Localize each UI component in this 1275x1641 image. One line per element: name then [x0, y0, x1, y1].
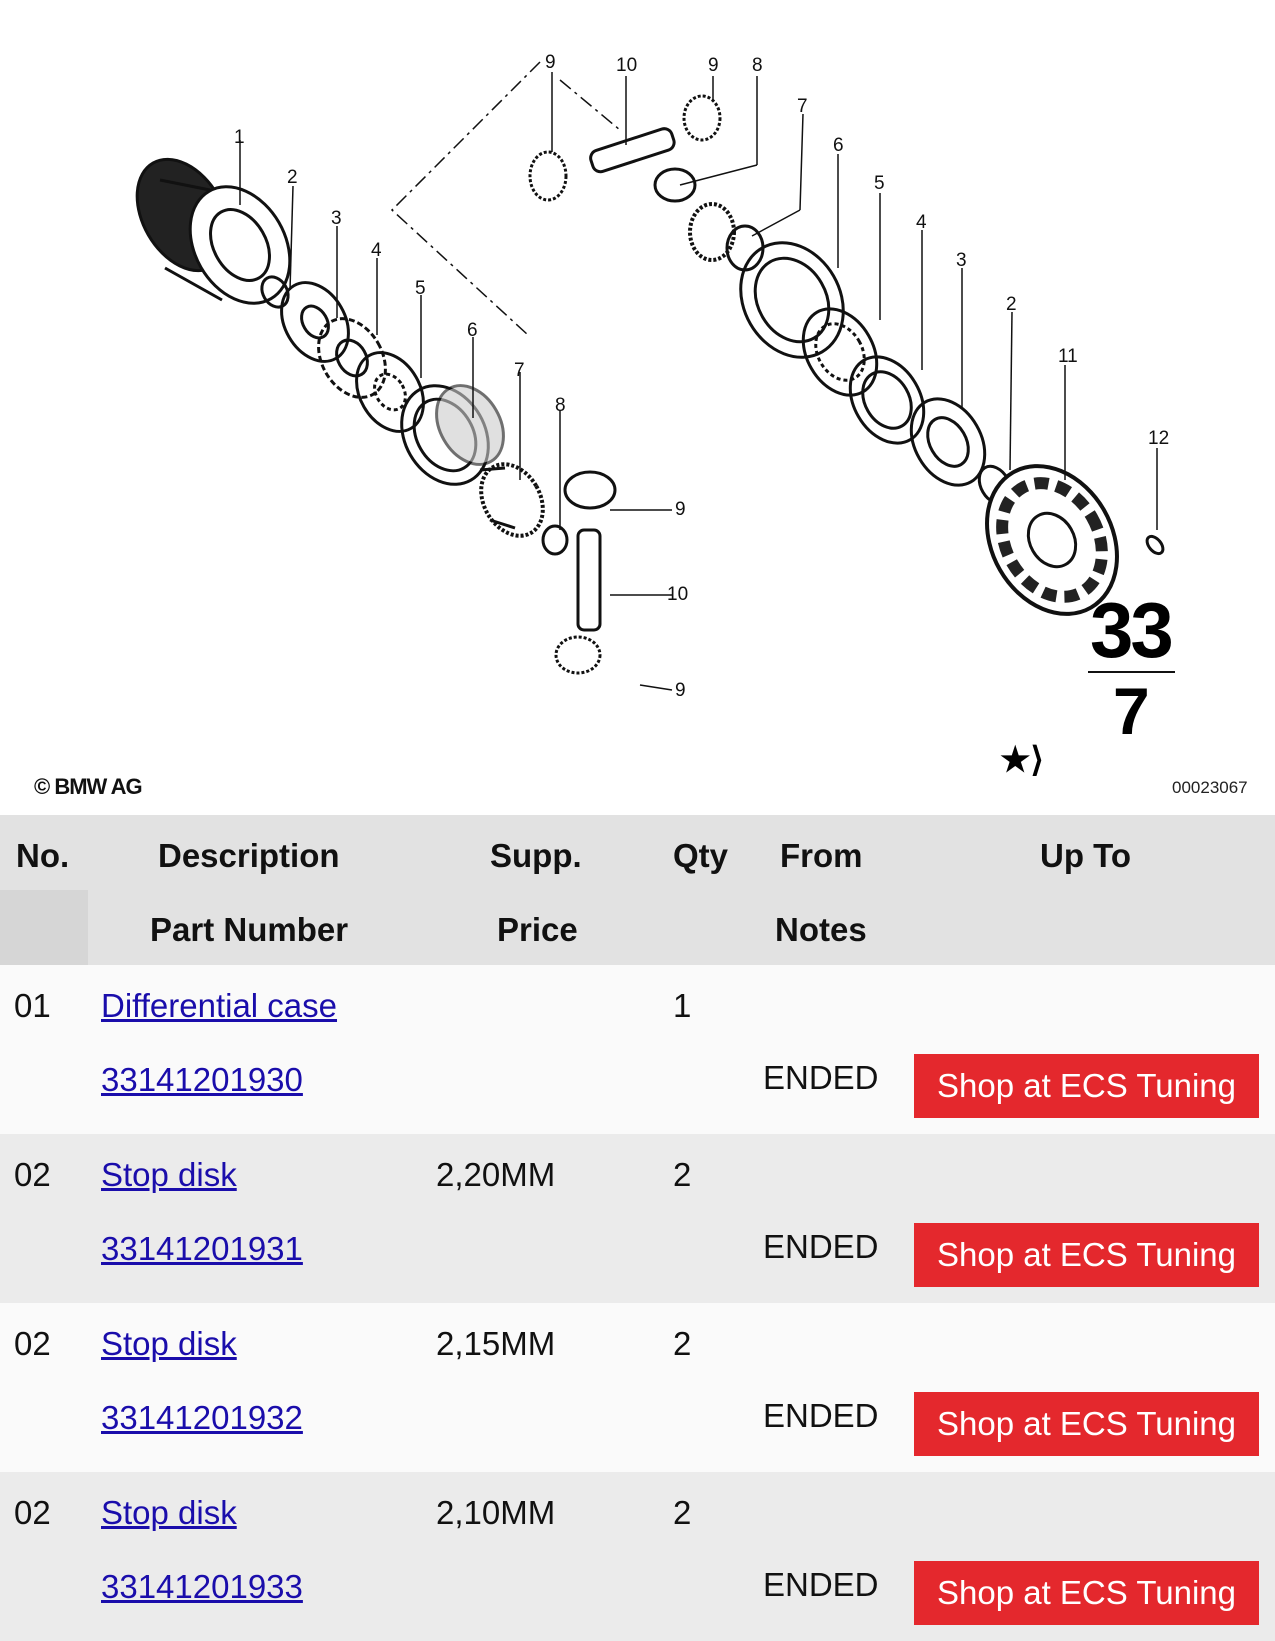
row-no: 02 — [14, 1156, 51, 1193]
part-description-link[interactable]: Stop disk — [101, 1494, 237, 1531]
part-number-link[interactable]: 33141201930 — [101, 1061, 303, 1098]
callout-2: 2 — [1006, 294, 1017, 315]
callout-5: 5 — [415, 278, 426, 299]
part-number-link[interactable]: 33141201932 — [101, 1399, 303, 1436]
part-description-link[interactable]: Stop disk — [101, 1156, 237, 1193]
diagram-id: 00023067 — [1172, 778, 1248, 797]
row-supp: 2,20MM — [436, 1156, 556, 1193]
callout-10: 10 — [667, 584, 689, 605]
shop-ecs-tuning-button[interactable]: Shop at ECS Tuning — [914, 1392, 1259, 1456]
callout-9: 9 — [708, 55, 719, 76]
row-qty: 2 — [673, 1325, 692, 1362]
shop-ecs-tuning-button[interactable]: Shop at ECS Tuning — [914, 1054, 1259, 1118]
callout-9: 9 — [545, 52, 556, 73]
header-qty: Qty — [673, 837, 729, 874]
callout-7: 7 — [514, 360, 525, 381]
header-price: Price — [497, 911, 578, 948]
row-qty: 2 — [673, 1156, 692, 1193]
row-notes: ENDED — [763, 1566, 879, 1603]
table-row: 02 Stop disk 2,20MM 2 33141201931 ENDED … — [0, 1134, 1275, 1303]
row-notes: ENDED — [763, 1059, 879, 1096]
callout-6: 6 — [467, 320, 478, 341]
header-part-number: Part Number — [150, 911, 349, 948]
part-number-link[interactable]: 33141201931 — [101, 1230, 303, 1267]
row-notes: ENDED — [763, 1397, 879, 1434]
copyright-text: © BMW AG — [34, 774, 143, 799]
callout-11: 11 — [1058, 346, 1078, 367]
callout-7: 7 — [797, 96, 808, 117]
callout-4: 4 — [371, 240, 382, 261]
header-from: From — [780, 837, 863, 874]
header-stub — [0, 890, 88, 965]
group-number-top: 33 — [1090, 586, 1174, 674]
callout-5: 5 — [874, 173, 885, 194]
parts-diagram: 1 2 3 4 5 6 7 8 9 10 9 8 7 6 5 4 3 2 11 … — [0, 0, 1275, 815]
star-symbol-icon: ★⟩ — [1000, 741, 1044, 779]
header-description: Description — [158, 837, 340, 874]
callout-6: 6 — [833, 135, 844, 156]
shop-ecs-tuning-button[interactable]: Shop at ECS Tuning — [914, 1561, 1259, 1625]
callout-9: 9 — [675, 499, 686, 520]
row-notes: ENDED — [763, 1228, 879, 1265]
callout-4: 4 — [916, 212, 927, 233]
callout-8: 8 — [555, 395, 566, 416]
callout-3: 3 — [331, 208, 342, 229]
parts-table: No. Description Supp. Qty From Up To Par… — [0, 815, 1275, 1641]
callout-10: 10 — [616, 55, 638, 76]
row-no: 02 — [14, 1325, 51, 1362]
header-notes: Notes — [775, 911, 867, 948]
header-supp: Supp. — [490, 837, 582, 874]
callout-2: 2 — [287, 167, 298, 188]
part-description-link[interactable]: Differential case — [101, 987, 338, 1024]
row-qty: 1 — [673, 987, 692, 1024]
header-up-to: Up To — [1040, 837, 1132, 874]
part-description-link[interactable]: Stop disk — [101, 1325, 237, 1362]
exploded-view-drawing — [135, 61, 1175, 691]
callout-3: 3 — [956, 250, 967, 271]
table-row: 02 Stop disk 2,15MM 2 33141201932 ENDED … — [0, 1303, 1275, 1472]
row-supp: 2,10MM — [436, 1494, 556, 1531]
table-row: 02 Stop disk 2,10MM 2 33141201933 ENDED … — [0, 1472, 1275, 1641]
row-qty: 2 — [673, 1494, 692, 1531]
row-no: 01 — [14, 987, 51, 1024]
callout-12: 12 — [1148, 428, 1170, 449]
row-no: 02 — [14, 1494, 51, 1531]
group-number-bottom: 7 — [1113, 674, 1150, 748]
callout-8: 8 — [752, 55, 763, 76]
row-supp: 2,15MM — [436, 1325, 556, 1362]
table-row: 01 Differential case 1 33141201930 ENDED… — [0, 965, 1275, 1134]
header-no: No. — [16, 837, 70, 874]
shop-ecs-tuning-button[interactable]: Shop at ECS Tuning — [914, 1223, 1259, 1287]
callout-9: 9 — [675, 680, 686, 701]
callout-1: 1 — [234, 127, 245, 148]
part-number-link[interactable]: 33141201933 — [101, 1568, 303, 1605]
table-header: No. Description Supp. Qty From Up To Par… — [0, 815, 1275, 965]
